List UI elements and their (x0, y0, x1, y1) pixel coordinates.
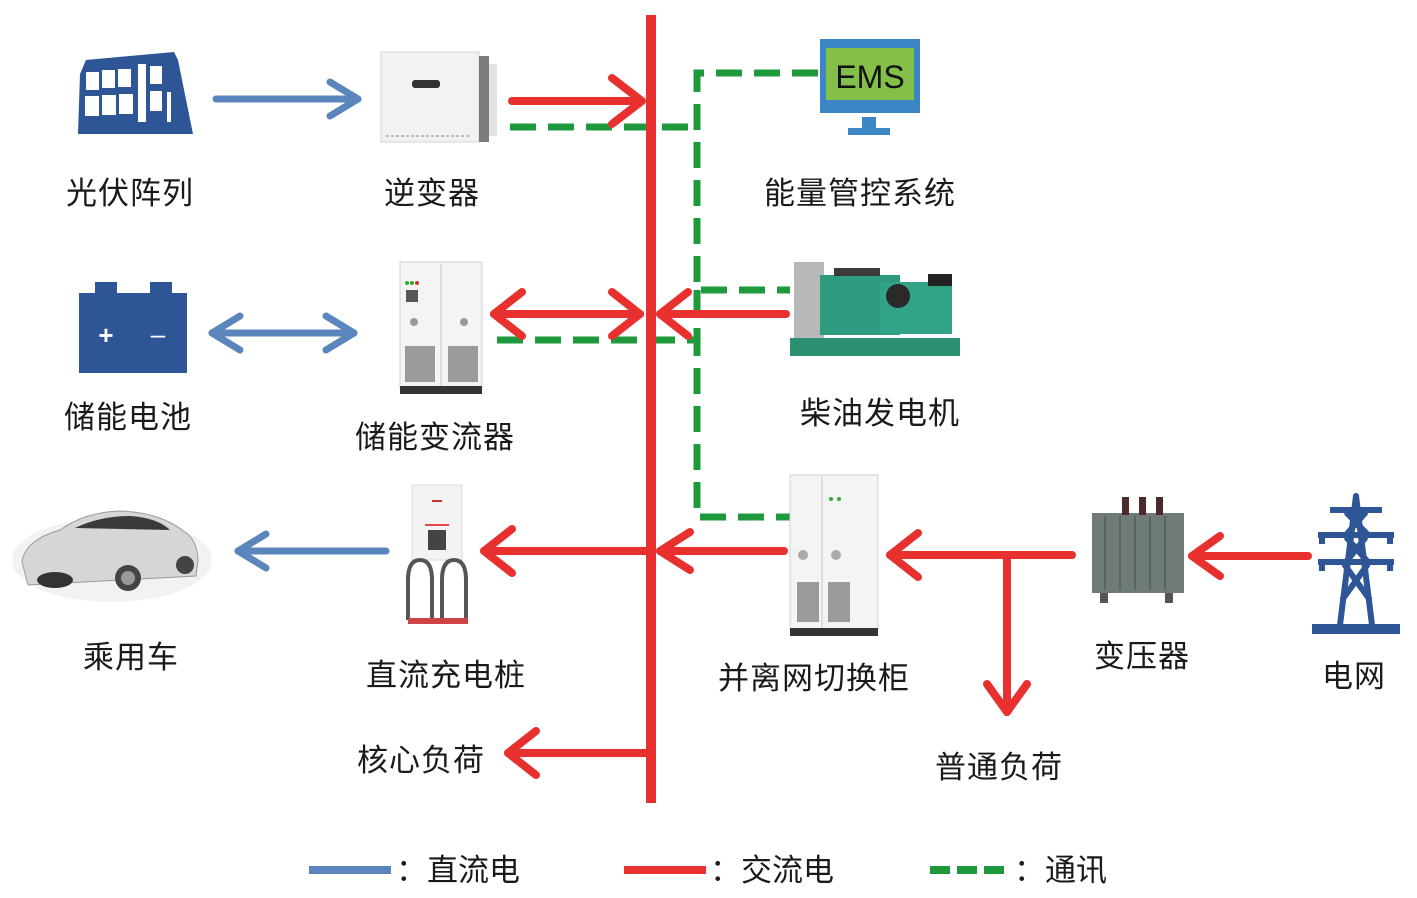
legend-comm-label: ：通讯 (1014, 853, 1107, 889)
ac-arrowhead-transformer (886, 529, 922, 581)
battery-plus-sign: + (98, 320, 113, 350)
ac-arrowhead-switch (656, 528, 694, 574)
comm-lines (497, 69, 818, 521)
grid-tower-icon (1312, 493, 1400, 634)
battery-icon: + – (79, 282, 187, 373)
battery-minus-sign: – (151, 319, 166, 349)
car-icon (12, 510, 212, 602)
ac-arrowhead-pcs-right (608, 288, 644, 340)
comm-line-ems (693, 69, 818, 294)
pv-array-icon (78, 52, 193, 134)
diesel-generator-icon (790, 262, 960, 356)
dc-lines (208, 78, 390, 572)
pcs-label: 储能变流器 (355, 420, 515, 456)
inverter-label: 逆变器 (384, 176, 480, 212)
ac-arrowhead-charger (480, 525, 516, 577)
comm-line-pcs (497, 336, 790, 521)
legend-dc-label: ：直流电 (396, 853, 520, 889)
ems-screen-text: EMS (835, 59, 904, 95)
dc-charger-icon (406, 484, 468, 624)
diesel-generator-label: 柴油发电机 (800, 396, 960, 432)
battery-label: 储能电池 (64, 400, 192, 436)
pcs-cabinet-icon (399, 261, 483, 394)
ac-lines (480, 74, 1312, 779)
transformer-label: 变压器 (1094, 639, 1190, 675)
inverter-icon (380, 51, 497, 143)
grid-label: 电网 (1322, 659, 1386, 695)
pv-array-label: 光伏阵列 (66, 176, 194, 212)
transformer-icon (1092, 497, 1184, 603)
car-label: 乘用车 (83, 640, 179, 676)
dc-arrowhead-car (234, 530, 270, 572)
ac-arrowhead-generator (656, 288, 692, 340)
normal-load-label: 普通负荷 (935, 750, 1063, 786)
ac-arrowhead-normal-load (983, 680, 1031, 716)
dc-charger-label: 直流充电桩 (366, 658, 526, 694)
legend-ac-label: ：交流电 (710, 853, 834, 889)
ac-arrowhead-pcs-left (490, 288, 526, 340)
ems-system-label: 能量管控系统 (764, 176, 956, 212)
dc-arrowhead-battery-right (322, 312, 358, 354)
dc-arrowhead-battery-left (208, 312, 244, 354)
switch-cabinet-icon (789, 474, 879, 636)
ac-arrowhead-inverter (608, 74, 646, 128)
ac-arrowhead-grid (1188, 532, 1224, 580)
ac-arrowhead-core-load (504, 727, 540, 779)
dc-arrowhead-pv (326, 78, 362, 120)
core-load-label: 核心负荷 (357, 743, 485, 779)
switch-cabinet-label: 并离网切换柜 (718, 661, 910, 697)
ems-monitor-icon: EMS (820, 39, 920, 135)
